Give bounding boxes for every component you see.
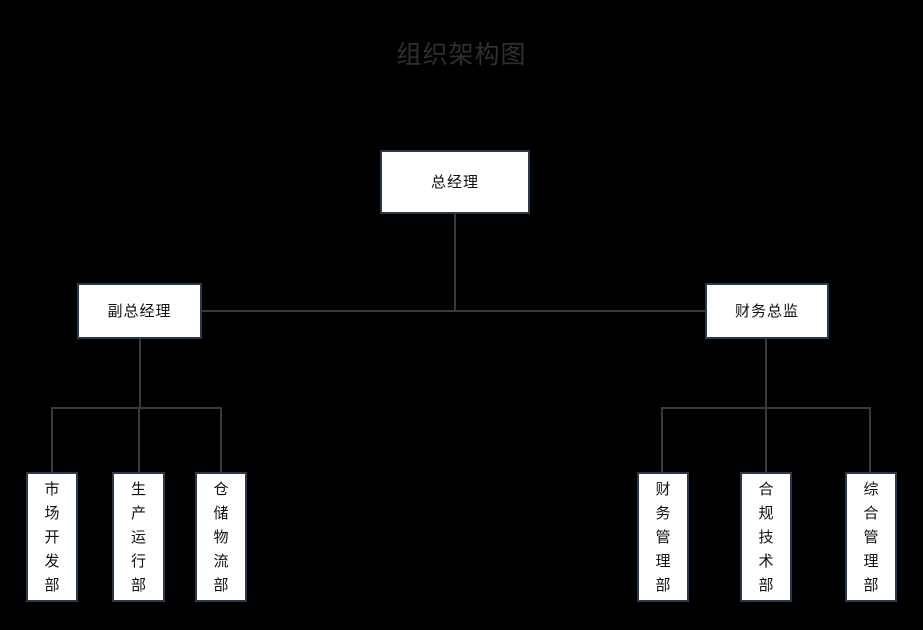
node-label: 综合管理部 xyxy=(863,480,879,594)
connector-finance-child-2-drop xyxy=(765,407,767,472)
node-production-operations-dept[interactable]: 生产运行部 xyxy=(112,472,165,602)
connector-deputy-child-1-drop xyxy=(51,407,53,472)
node-compliance-technology-dept[interactable]: 合规技术部 xyxy=(740,472,792,602)
node-finance-director[interactable]: 财务总监 xyxy=(705,283,829,339)
connector-deputy-child-2-drop xyxy=(138,407,140,472)
connector-finance-child-3-drop xyxy=(869,407,871,472)
node-label: 仓储物流部 xyxy=(213,480,229,594)
node-label: 合规技术部 xyxy=(758,480,774,594)
node-deputy-general-manager[interactable]: 副总经理 xyxy=(77,283,202,339)
connector-level2-bus xyxy=(139,310,767,312)
node-label: 生产运行部 xyxy=(130,480,146,594)
connector-root-stem xyxy=(454,214,456,311)
page-title: 组织架构图 xyxy=(396,40,527,69)
connector-deputy-stem xyxy=(139,339,141,408)
node-market-development-dept[interactable]: 市场开发部 xyxy=(26,472,78,602)
node-general-manager[interactable]: 总经理 xyxy=(380,150,530,214)
node-label: 总经理 xyxy=(430,173,479,191)
connector-finance-stem xyxy=(765,339,767,408)
node-label: 财务管理部 xyxy=(655,480,671,594)
connector-deputy-child-3-drop xyxy=(220,407,222,472)
node-financial-management-dept[interactable]: 财务管理部 xyxy=(637,472,689,602)
node-label: 副总经理 xyxy=(107,302,172,320)
node-warehouse-logistics-dept[interactable]: 仓储物流部 xyxy=(195,472,247,602)
connector-deputy-children-bus xyxy=(51,407,220,409)
node-label: 财务总监 xyxy=(734,302,799,320)
connector-finance-child-1-drop xyxy=(661,407,663,472)
node-general-management-dept[interactable]: 综合管理部 xyxy=(845,472,897,602)
node-label: 市场开发部 xyxy=(44,480,60,594)
